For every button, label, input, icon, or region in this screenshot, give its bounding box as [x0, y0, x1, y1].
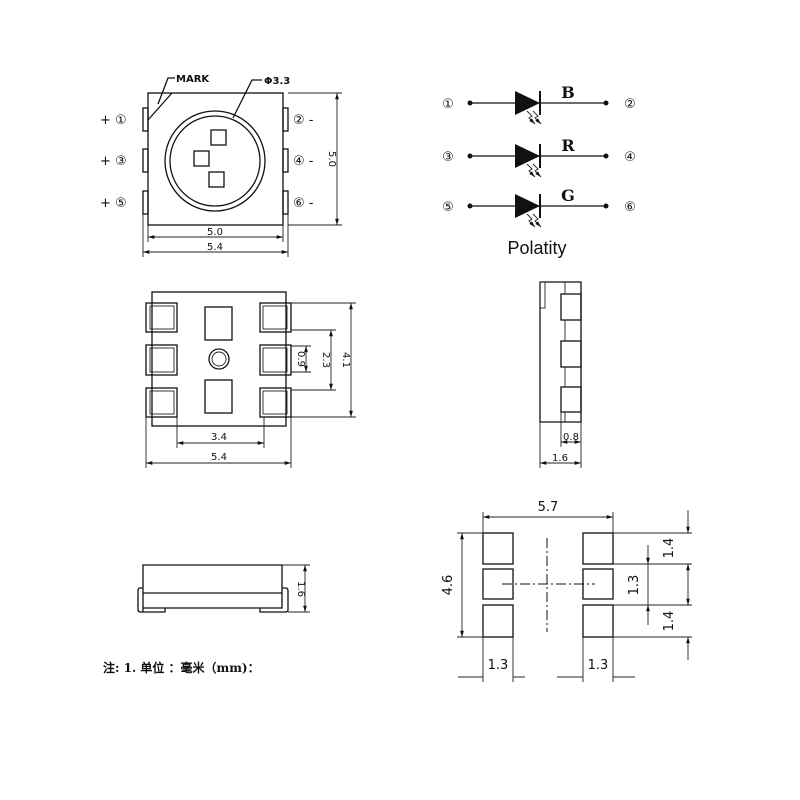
- pin-label: ①: [442, 97, 454, 112]
- footprint: 5.7 4.6 1.3 1.3 1.4 1.3 1.4: [441, 500, 692, 682]
- led-circuit-row: ① B ②: [442, 83, 636, 125]
- package-body: [151, 291, 287, 427]
- chip-b: [210, 129, 227, 146]
- dim-width: 5.4: [211, 452, 227, 463]
- pin-label: + ③: [100, 154, 127, 169]
- side-pads: [142, 107, 289, 215]
- pin-label: ⑥ -: [293, 196, 314, 211]
- light-emission-icon: [526, 163, 542, 178]
- dim-width-inner: 5.0: [207, 227, 223, 238]
- dim-pad: 0.9: [295, 351, 306, 367]
- diode-icon: [515, 144, 540, 168]
- dim-pad-bottom: 1.4: [662, 611, 677, 632]
- dim-thickness: 1.6: [552, 453, 568, 464]
- led-circuit-row: ⑤ G ⑥: [442, 186, 636, 228]
- diode-icon: [515, 194, 540, 218]
- pin-label: ④: [624, 150, 636, 165]
- dim-pitch: 2.3: [320, 352, 331, 368]
- center-hole: [208, 348, 230, 370]
- color-label: R: [561, 136, 575, 155]
- front-view: 1.6: [137, 564, 310, 613]
- node-dot: [603, 100, 609, 106]
- led-circuit-row: ③ R ④: [442, 136, 636, 178]
- pin-label: + ①: [100, 113, 127, 128]
- polarity-caption: Polatity: [507, 238, 566, 258]
- top-view: MARK Φ3.3 + ① + ③ + ⑤ ② - ④ - ⑥ - 5.0 5.…: [100, 74, 342, 257]
- dim-height: 1.6: [295, 581, 306, 597]
- node-dot: [467, 100, 473, 106]
- color-label: B: [561, 83, 575, 102]
- pin-label: + ⑤: [100, 196, 127, 211]
- dim-pad-left: 1.3: [488, 658, 509, 673]
- chip-g: [208, 171, 225, 188]
- mark-leader: [157, 77, 175, 105]
- package-body: [147, 92, 284, 226]
- phi-leader: [232, 79, 262, 119]
- units-note: 注: 1. 单位 ：毫米（mm)：: [103, 660, 260, 675]
- node-dot: [467, 203, 473, 209]
- dim-height: 4.6: [441, 575, 456, 596]
- pin-label: ② -: [293, 113, 314, 128]
- light-emission-icon: [526, 110, 542, 125]
- solder-pads: [145, 302, 292, 418]
- mark-corner: [147, 92, 173, 121]
- chip-r: [193, 150, 210, 167]
- diode-icon: [515, 91, 540, 115]
- dim-pad-right: 1.3: [588, 658, 609, 673]
- lens-outer: [164, 110, 266, 212]
- color-label: G: [561, 186, 575, 205]
- side-view: 0.8 1.6: [539, 281, 582, 468]
- node-dot: [603, 153, 609, 159]
- dim-width-outer: 5.4: [207, 242, 223, 253]
- node-dot: [467, 153, 473, 159]
- dim-height: 5.0: [326, 151, 337, 167]
- phi-label: Φ3.3: [264, 76, 290, 87]
- dim-pad: 0.8: [563, 432, 579, 443]
- pin-label: ②: [624, 97, 636, 112]
- light-emission-icon: [526, 213, 542, 228]
- pin-label: ⑥: [624, 200, 636, 215]
- bottom-view: 3.4 5.4 4.1 2.3 0.9: [145, 291, 356, 468]
- pin-label: ④ -: [293, 154, 314, 169]
- pin-label: ③: [442, 150, 454, 165]
- dim-pad-mid: 1.3: [627, 575, 642, 596]
- dim-height: 4.1: [340, 352, 351, 368]
- lens-inner: [169, 115, 261, 207]
- dim-pad-top: 1.4: [662, 538, 677, 559]
- mark-label: MARK: [176, 74, 210, 85]
- dim-pad-span: 3.4: [211, 432, 227, 443]
- dim-width: 5.7: [538, 500, 559, 515]
- node-dot: [603, 203, 609, 209]
- circuit-diagram: ① B ② ③ R ④ ⑤: [442, 83, 636, 228]
- pin-label: ⑤: [442, 200, 454, 215]
